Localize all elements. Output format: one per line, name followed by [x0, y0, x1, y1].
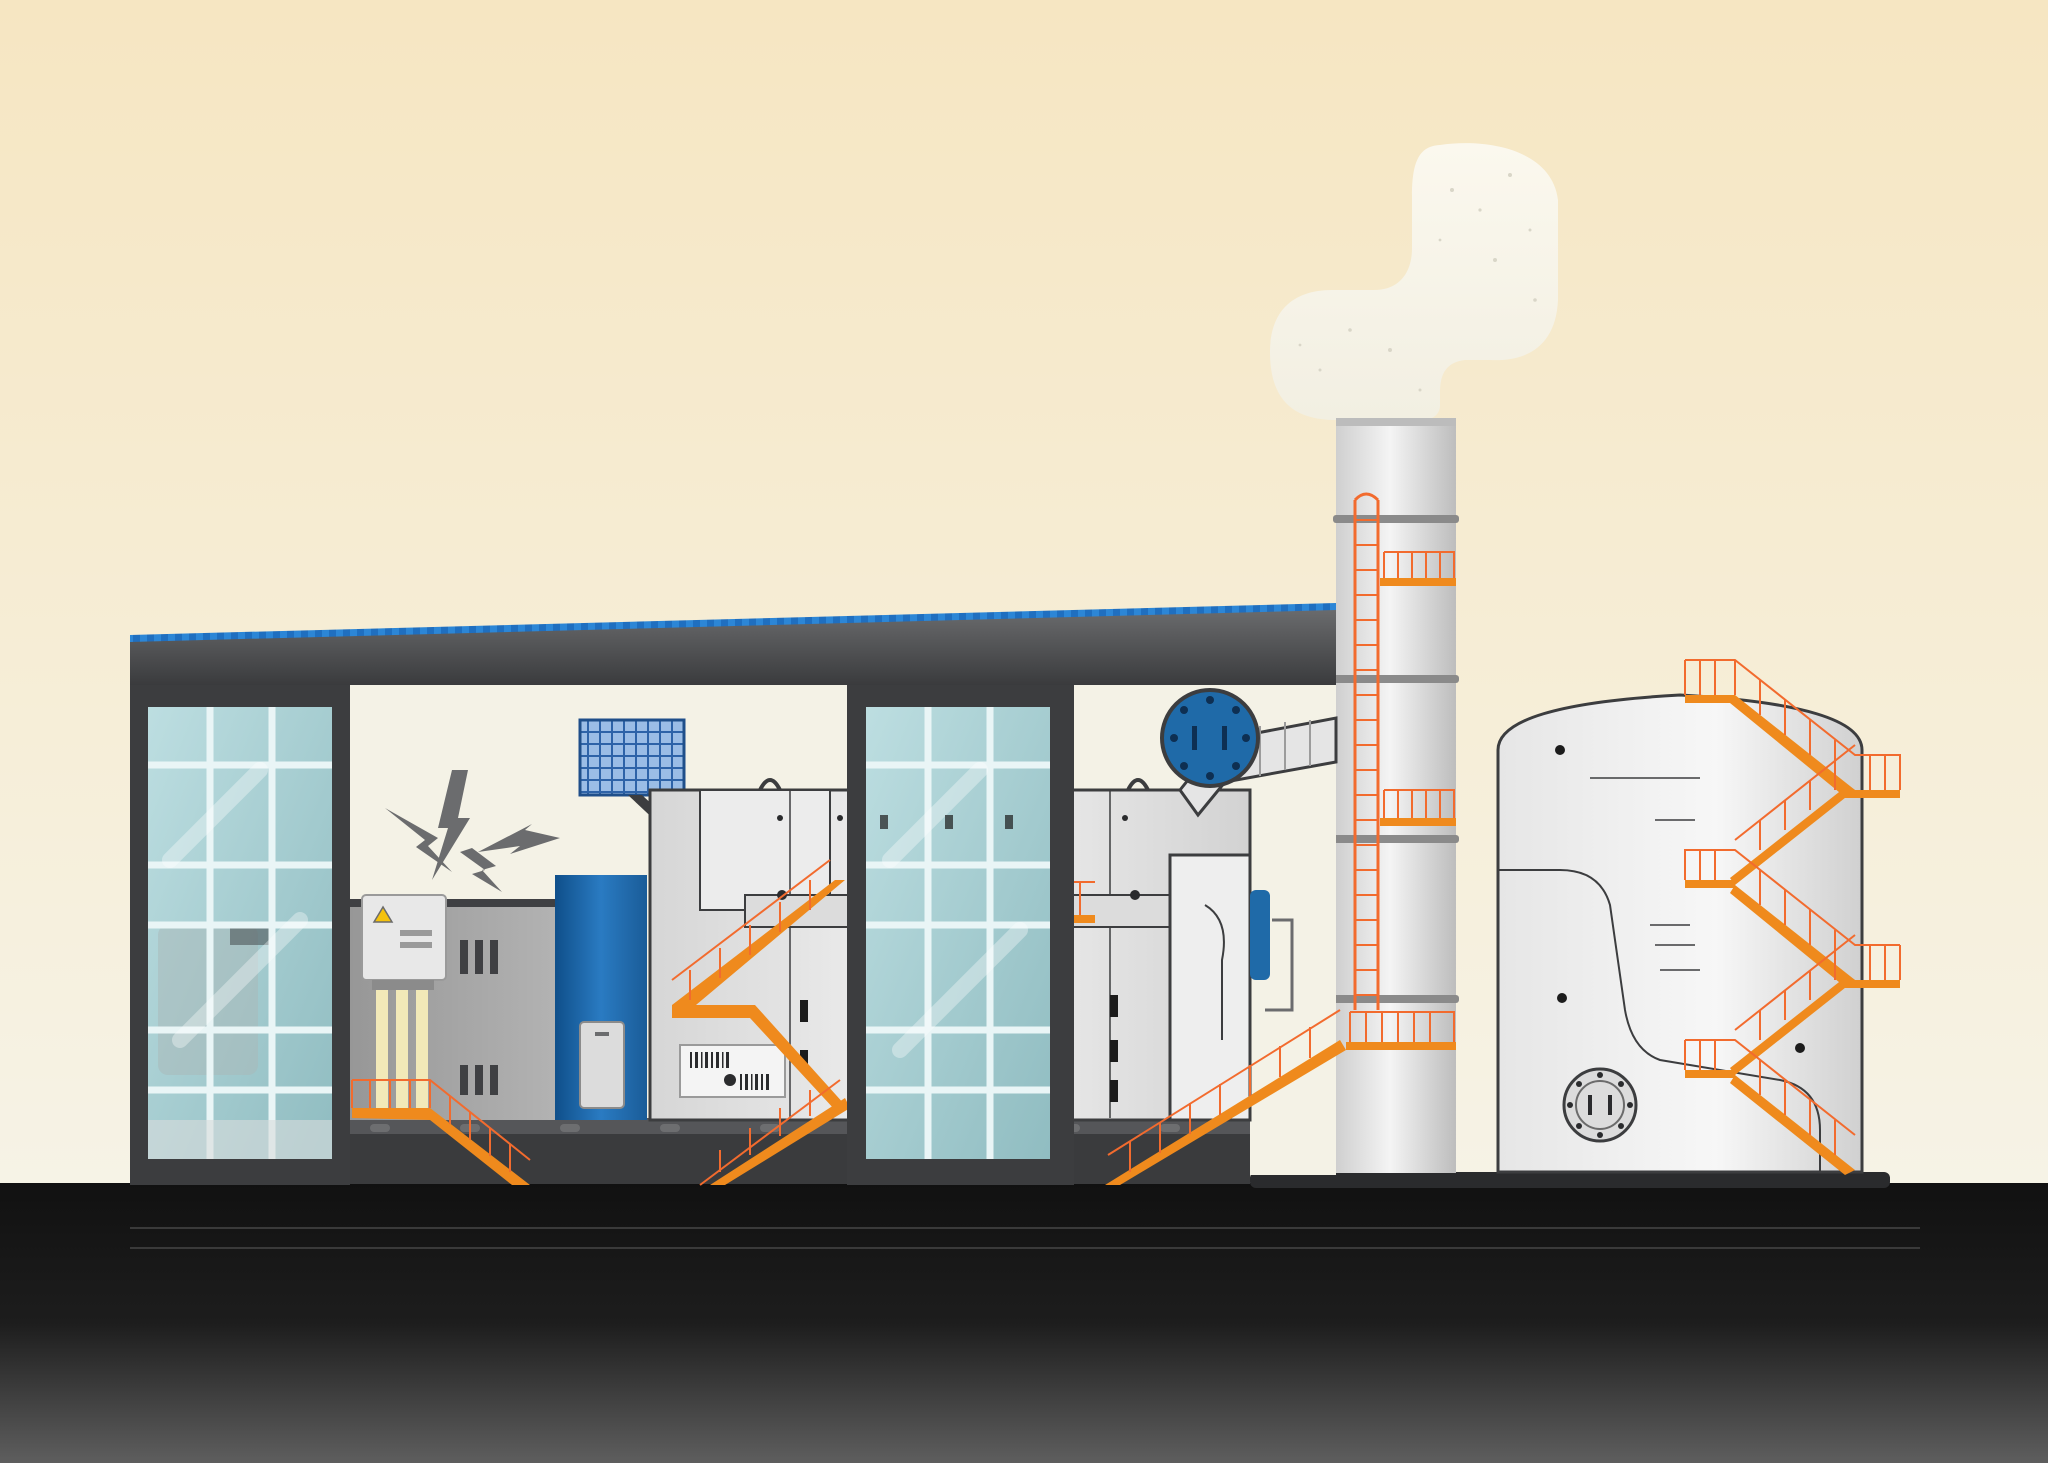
stack-ladder-rungs — [1355, 519, 1378, 996]
facade-column — [1069, 685, 1074, 1185]
staircase — [351, 1079, 531, 1185]
electrical-cabinet — [361, 894, 447, 1108]
tank-staircase — [1684, 659, 1901, 1175]
staircase — [671, 859, 850, 1186]
roof — [130, 603, 1336, 685]
glass-facade-left — [130, 685, 350, 1185]
blue-control-unit — [555, 875, 647, 1120]
manhole-cover-icon — [1562, 1067, 1638, 1143]
barcode-label-icon — [679, 1044, 786, 1098]
stack-platform — [1380, 789, 1456, 826]
warning-triangle-icon — [372, 905, 394, 923]
lightning-icon — [385, 770, 560, 892]
fan-housing — [1160, 688, 1260, 788]
staircase — [1105, 1009, 1346, 1185]
stack-platform — [1380, 551, 1456, 586]
stack-ladder — [1353, 492, 1380, 1010]
smoke-specks — [1298, 173, 1537, 392]
stack-platform — [1346, 1011, 1456, 1050]
storage-tank — [1496, 693, 1864, 1174]
ground — [0, 1183, 2048, 1463]
smoke-cloud — [1270, 143, 1558, 420]
flue-duct — [1160, 688, 1338, 818]
chimney-stack — [1333, 418, 1459, 1173]
roof-beam — [130, 610, 1336, 685]
plant-base-slab — [1250, 1172, 1890, 1188]
glass-facade-center — [847, 685, 1069, 1185]
